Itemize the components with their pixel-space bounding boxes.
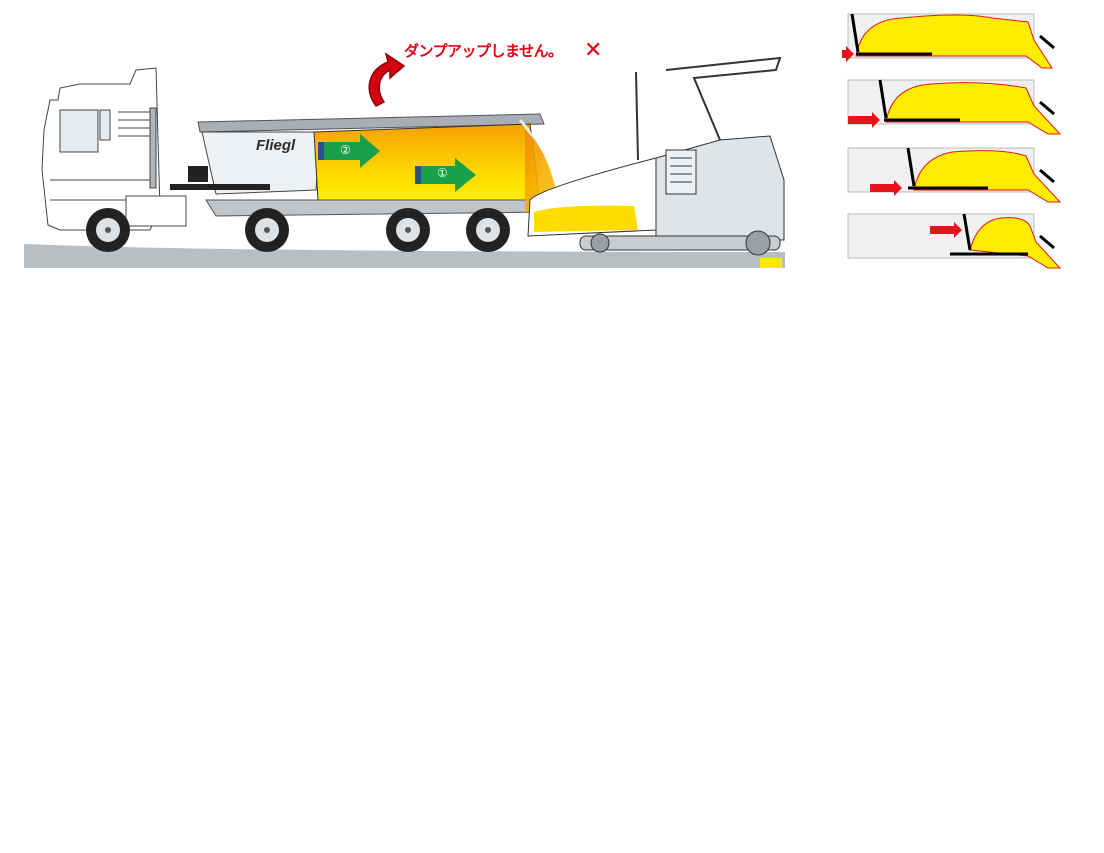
flow-arrow-1-label: ① <box>437 166 448 180</box>
step-1-diagram <box>842 13 1055 69</box>
push-off-steps-panel <box>842 10 1072 272</box>
no-dump-note: ダンプアップしません。 <box>404 42 563 60</box>
step-4-diagram <box>847 213 1062 269</box>
ground <box>24 244 785 268</box>
cross-mark-icon: ✕ <box>584 38 603 63</box>
asphalt-paver <box>527 56 785 256</box>
truck-trailer-paver-illustration <box>24 56 785 268</box>
curved-arrow-icon <box>368 52 406 107</box>
wheels <box>86 208 510 252</box>
flow-arrow-1 <box>415 158 476 192</box>
flow-arrow-2-label: ② <box>340 143 351 157</box>
flow-arrow-2 <box>318 134 380 168</box>
step-3-diagram <box>847 147 1062 203</box>
trailer-body <box>170 113 562 217</box>
step-2-diagram <box>847 79 1062 135</box>
fliegl-logo: Fliegl <box>256 137 296 154</box>
truck-cab <box>41 67 187 231</box>
